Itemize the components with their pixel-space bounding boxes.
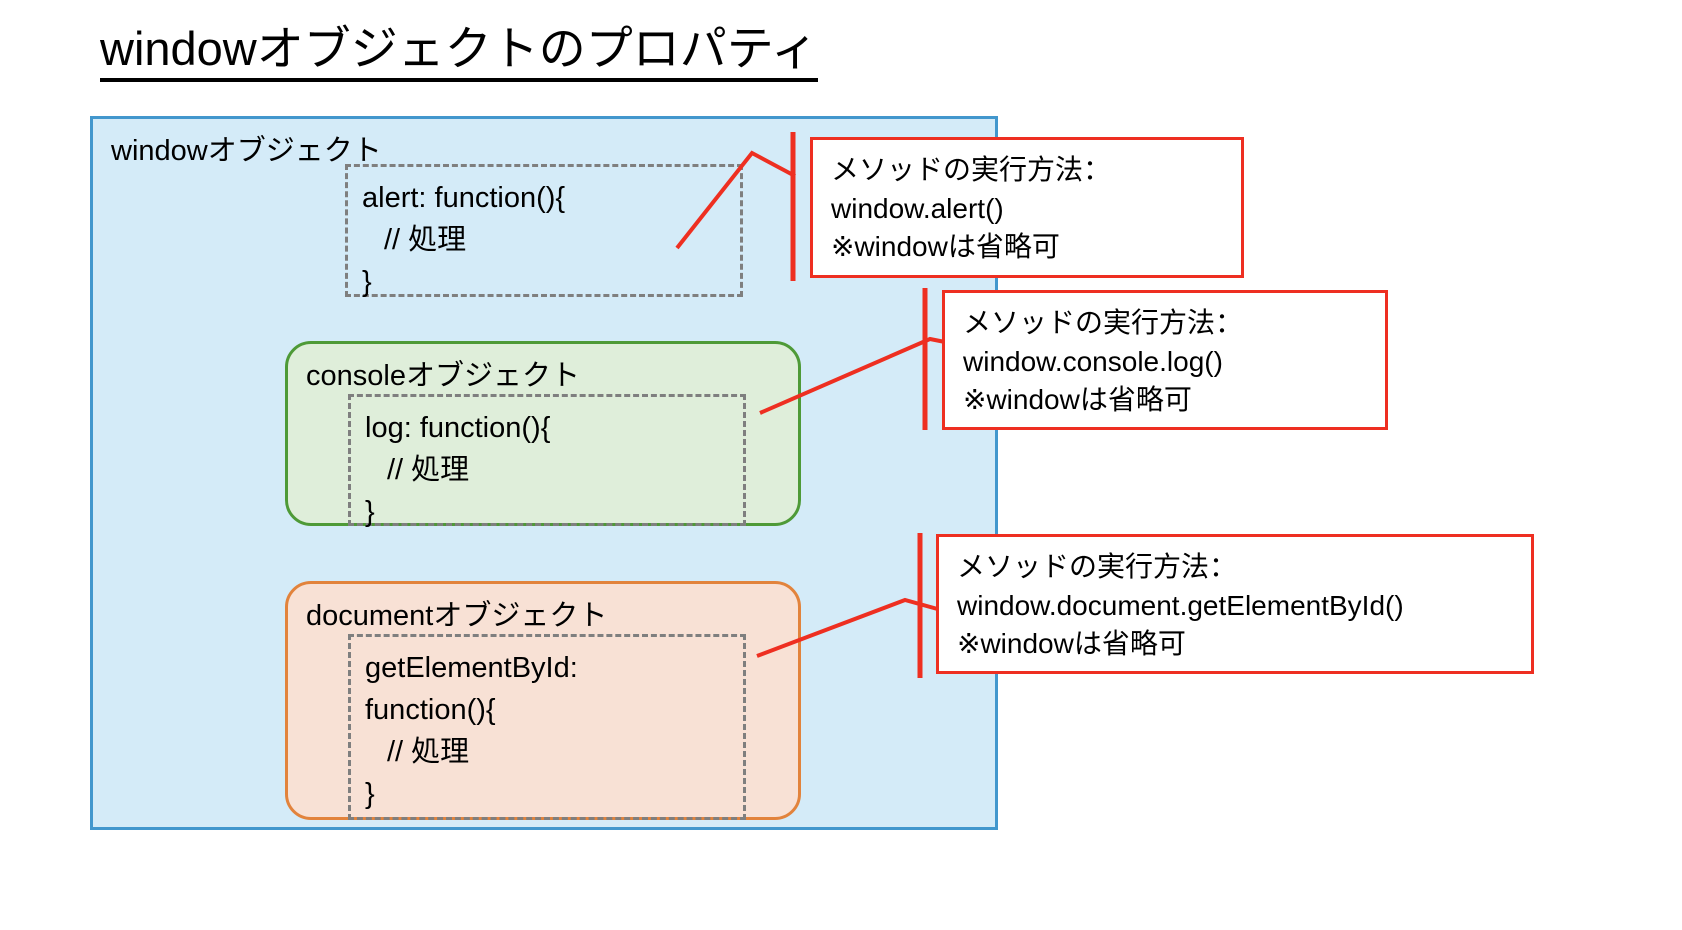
console-object-label: consoleオブジェクト xyxy=(306,360,580,392)
callout-alert-line-3: ※windowは省略可 xyxy=(831,231,1060,263)
console-object-container: consoleオブジェクト log: function(){ // 処理 } xyxy=(285,341,801,528)
callout-alert-line-1: メソッドの実行方法： xyxy=(831,154,1112,185)
callout-alert-line-2: window.alert() xyxy=(831,192,1004,224)
alert-code-line-1: alert: function(){ xyxy=(362,182,566,214)
callout-console: メソッドの実行方法： window.console.log() ※windowは… xyxy=(942,290,1388,430)
alert-code-line-3: } xyxy=(362,266,372,299)
getelementbyid-code-line-4: } xyxy=(365,778,375,811)
log-code-line-2: // 処理 xyxy=(387,454,470,487)
document-object-container: documentオブジェクト getElementById: function(… xyxy=(285,581,801,820)
getelementbyid-code-line-2: function(){ xyxy=(365,694,496,727)
getelementbyid-code-block: getElementById: function(){ // 処理 } xyxy=(348,634,746,820)
callout-console-line-3: ※windowは省略可 xyxy=(963,384,1192,416)
document-object-label: documentオブジェクト xyxy=(306,600,608,632)
page-title: windowオブジェクトのプロパティ xyxy=(100,22,818,83)
callout-document-line-1: メソッドの実行方法： xyxy=(957,551,1238,582)
getelementbyid-code-line-3: // 処理 xyxy=(387,736,470,769)
log-code-line-3: } xyxy=(365,496,375,529)
alert-code-block: alert: function(){ // 処理 } xyxy=(345,164,743,298)
callout-document: メソッドの実行方法： window.document.getElementByI… xyxy=(936,534,1534,674)
window-object-label: windowオブジェクト xyxy=(111,135,382,167)
log-code-line-1: log: function(){ xyxy=(365,412,551,444)
callout-alert: メソッドの実行方法： window.alert() ※windowは省略可 xyxy=(810,137,1244,278)
alert-code-line-2: // 処理 xyxy=(384,224,467,257)
log-code-block: log: function(){ // 処理 } xyxy=(348,394,746,528)
getelementbyid-code-line-1: getElementById: xyxy=(365,652,578,684)
callout-console-line-1: メソッドの実行方法： xyxy=(963,307,1244,338)
callout-console-line-2: window.console.log() xyxy=(963,345,1223,377)
callout-document-line-2: window.document.getElementById() xyxy=(957,589,1404,621)
callout-document-line-3: ※windowは省略可 xyxy=(957,628,1186,660)
